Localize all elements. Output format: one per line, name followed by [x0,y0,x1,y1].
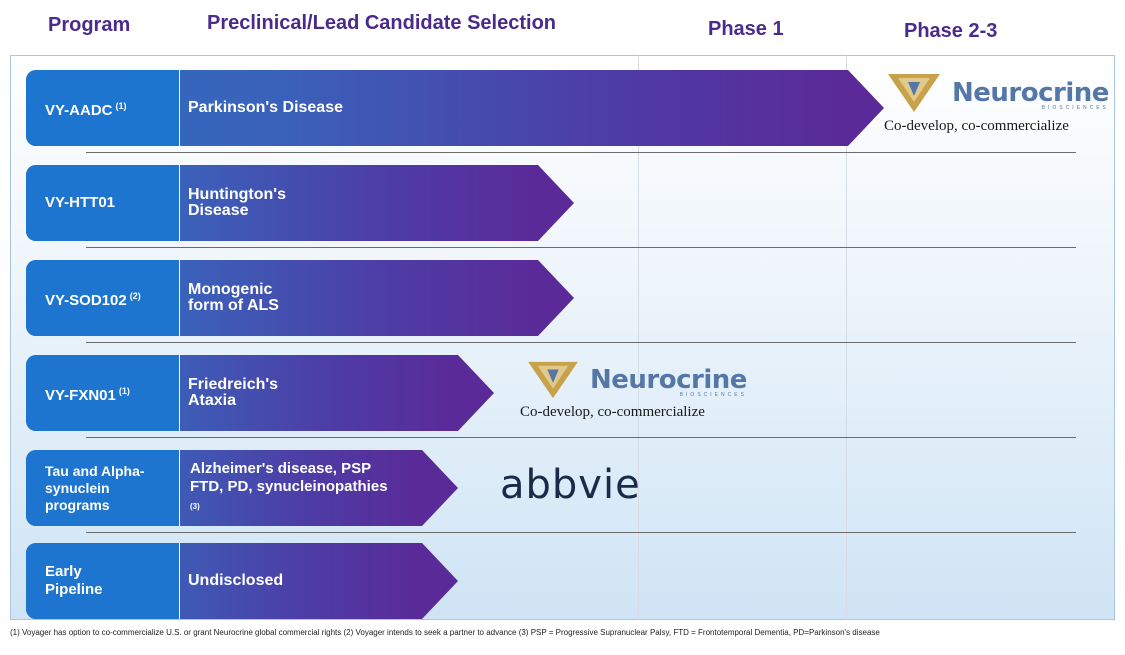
neurocrine-logo-row-1: Neurocrine BIOSCIENCES Co-develop, co-co… [884,72,1120,135]
indication-label: Undisclosed [188,543,283,619]
program-name: VY-AADC [45,101,113,119]
neurocrine-emblem-icon [528,361,578,399]
program-name: VY-HTT01 [45,194,116,211]
bar-arrowhead [458,355,494,431]
program-name-line-3: programs [45,496,110,513]
program-footnote: (1) [115,100,127,111]
pipeline-bar-vy-aadc: VY-AADC(1) Parkinson's Disease [26,70,884,146]
program-name-line-1: Tau and Alpha- [45,462,145,479]
indication-line-1: Friedreich's [188,376,279,393]
row-separator [86,532,1076,533]
stage-divider-phase-1 [638,55,639,620]
row-separator [86,152,1076,153]
indication-line-2: Disease [188,202,249,219]
indication-text: Parkinson's Disease [188,99,343,116]
bar-arrowhead [422,543,458,619]
program-name-line-1: Early [45,563,82,580]
neurocrine-subtitle: BIOSCIENCES [1041,104,1109,111]
neurocrine-emblem-icon [888,74,940,112]
partner-note: Co-develop, co-commercialize [884,118,1069,134]
program-label: VY-AADC(1) [26,70,180,146]
program-footnote: (1) [118,385,130,396]
bar-arrowhead [538,260,574,336]
program-footnote: (2) [129,290,141,301]
indication-line-1: Alzheimer's disease, PSP [190,460,372,477]
program-name-line-2: synuclein [45,479,110,496]
header-phase-1: Phase 1 [708,18,784,40]
indication-text: Undisclosed [188,572,284,589]
bar-arrowhead [848,70,884,146]
row-separator [86,247,1076,248]
footnote: (1) Voyager has option to co-commerciali… [10,628,880,637]
program-name-line-2: Pipeline [45,581,103,598]
row-separator [86,342,1076,343]
neurocrine-wordmark: Neurocrine [590,364,747,395]
stage-divider-phase-2-3 [846,55,847,620]
program-label: VY-HTT01 [26,165,180,241]
bar-arrowhead [538,165,574,241]
bar-arrowhead [422,450,458,526]
indication-label: Parkinson's Disease [188,70,343,146]
program-name: VY-SOD102 [45,291,127,309]
header-preclinical: Preclinical/Lead Candidate Selection [207,12,557,34]
indication-line-2: form of ALS [188,297,279,314]
indication-footnote: (3) [190,502,200,511]
indication-line-2: Ataxia [188,392,237,409]
indication-line-2: FTD, PD, synucleinopathies [190,478,388,495]
neurocrine-subtitle: BIOSCIENCES [679,391,747,398]
neurocrine-logo-row-4: Neurocrine BIOSCIENCES Co-develop, co-co… [520,360,780,421]
header-phase-2-3: Phase 2-3 [904,20,998,42]
indication-line-1: Monogenic [188,281,273,298]
header-program: Program [48,14,131,36]
indication-line-1: Huntington's [188,186,286,203]
program-label: VY-FXN01(1) [26,355,180,431]
row-separator [86,437,1076,438]
abbvie-logo: abbvie [500,462,641,508]
program-label: VY-SOD102(2) [26,260,180,336]
neurocrine-wordmark: Neurocrine [952,77,1109,108]
partner-note: Co-develop, co-commercialize [520,404,705,420]
program-name: VY-FXN01 [45,386,116,404]
